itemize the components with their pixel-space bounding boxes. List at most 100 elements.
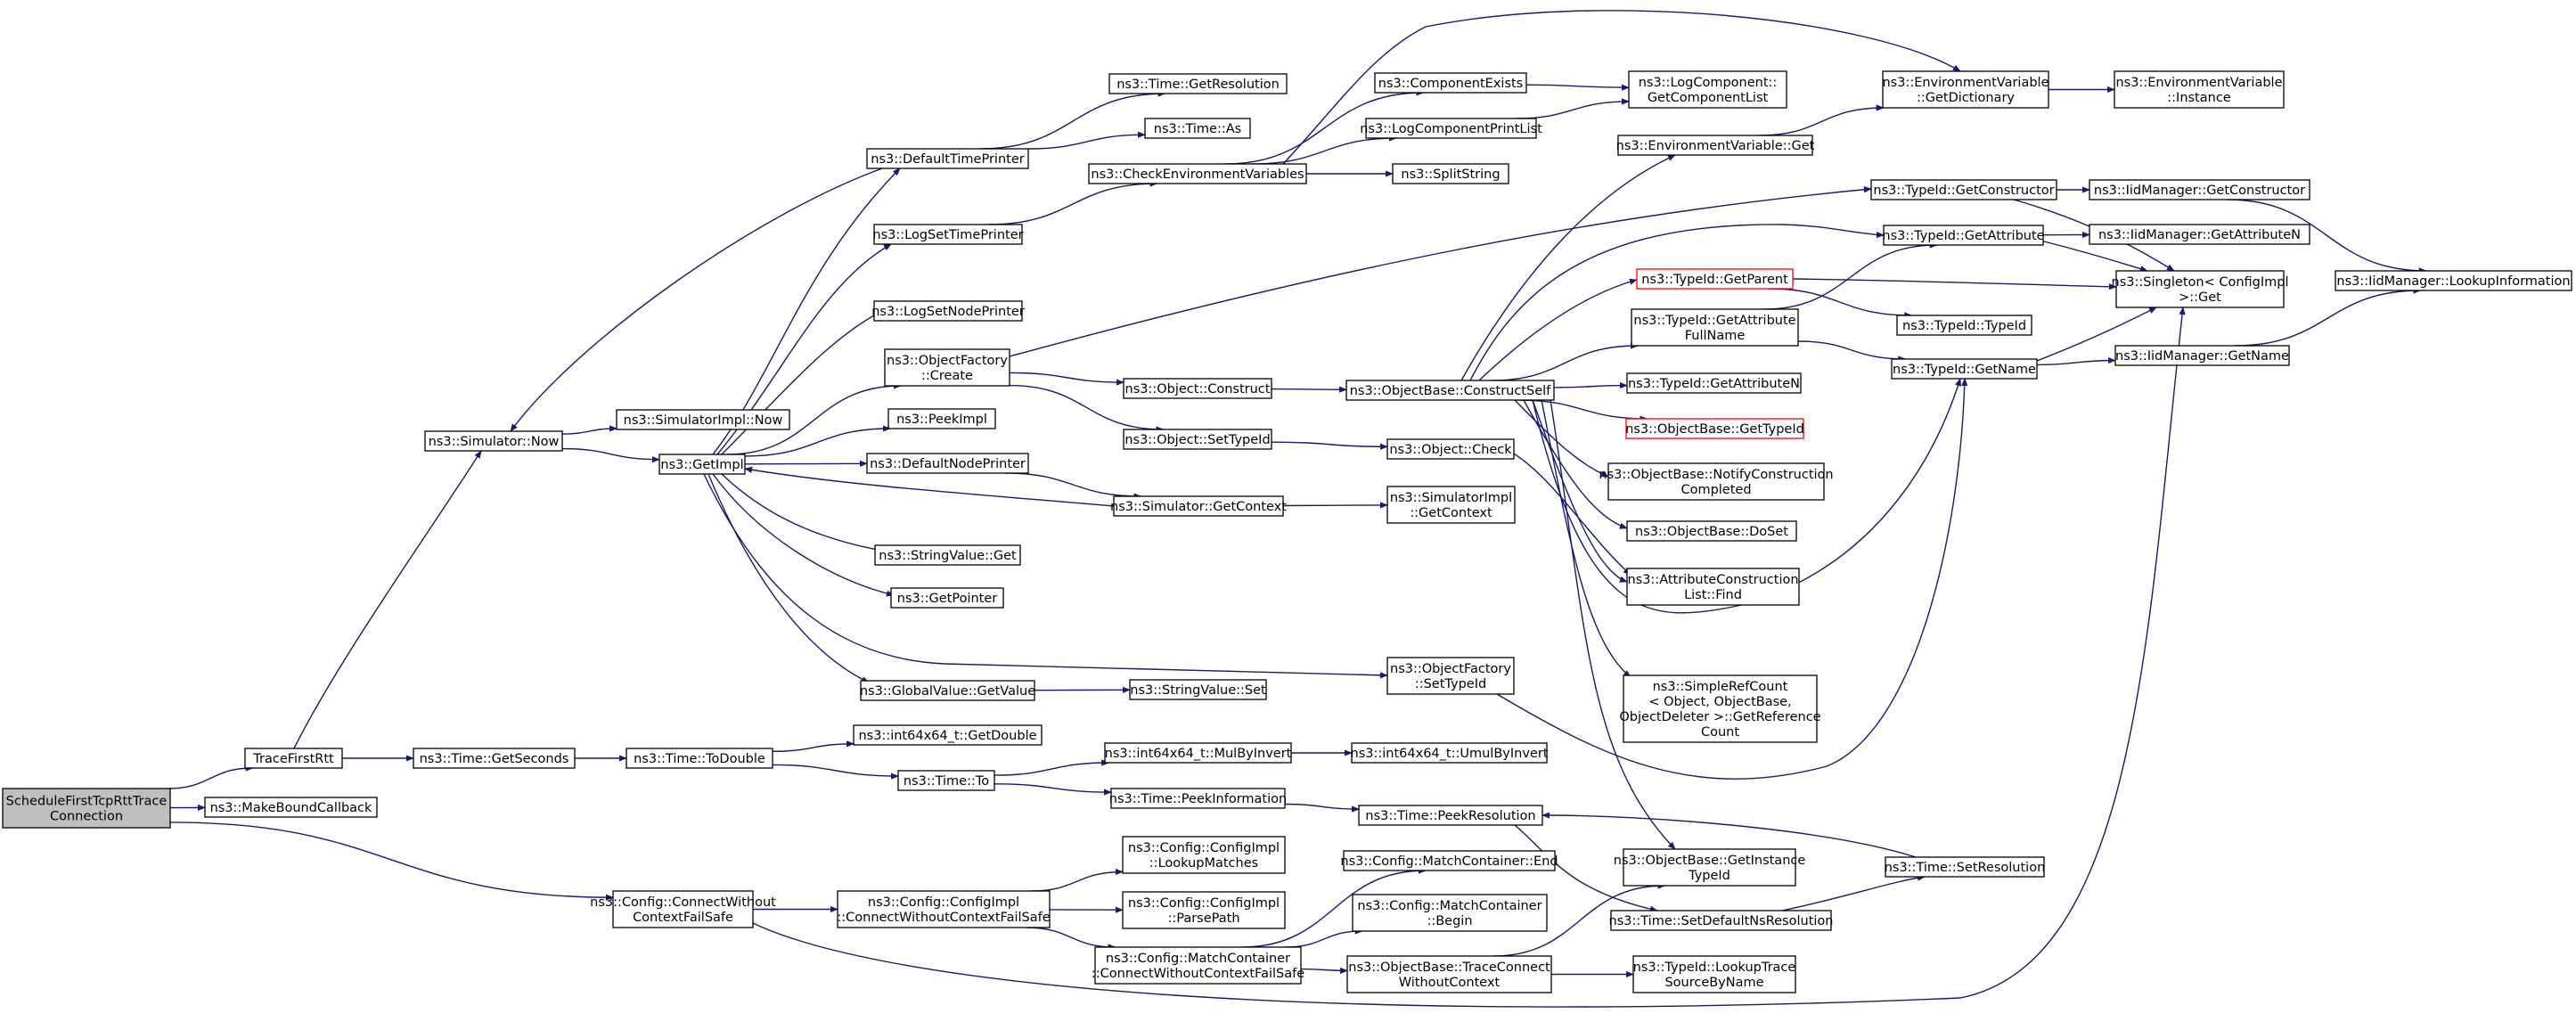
node-obconstructself[interactable]: ns3::ObjectBase::ConstructSelf	[1345, 380, 1555, 401]
node-parsepath[interactable]: ns3::Config::ConfigImpl::ParsePath	[1122, 891, 1286, 929]
node-label: ns3::DefaultNodePrinter	[870, 457, 1026, 471]
node-gettimeres[interactable]: ns3::Time::GetResolution	[1108, 73, 1288, 94]
edge-timeto-to-timepeekinfo	[994, 783, 1112, 796]
edge-timepeekinfo-to-timepeekres	[1284, 803, 1360, 813]
node-timetodouble[interactable]: ns3::Time::ToDouble	[626, 748, 773, 769]
node-singletonget[interactable]: ns3::Singleton< ConfigImpl >::Get	[2112, 270, 2289, 308]
node-obgettypeid[interactable]: ns3::ObjectBase::GetTypeId	[1625, 418, 1804, 439]
node-label: ns3::CheckEnvironmentVariables	[1091, 168, 1304, 182]
node-ofsettypeid[interactable]: ns3::ObjectFactory::SetTypeId	[1386, 657, 1515, 695]
node-typeidgetconstructor[interactable]: ns3::TypeId::GetConstructor	[1870, 179, 2057, 200]
node-mcend[interactable]: ns3::Config::MatchContainer::End	[1340, 850, 1558, 871]
node-box	[1122, 891, 1286, 929]
node-logsetnodeprinter[interactable]: ns3::LogSetNodePrinter	[871, 300, 1025, 322]
node-label: ns3::Object::Construct	[1125, 382, 1271, 396]
node-timeto[interactable]: ns3::Time::To	[897, 770, 995, 791]
node-compexists[interactable]: ns3::ComponentExists	[1374, 72, 1527, 94]
edge-ofcreate-to-objconstruct	[1009, 372, 1124, 386]
node-label: >::Get	[2179, 290, 2221, 305]
node-obtraceconnect[interactable]: ns3::ObjectBase::TraceConnectWithoutCont…	[1346, 955, 1552, 993]
node-label: ns3::Config::ConnectWithout	[590, 895, 776, 910]
node-mulbyinvert[interactable]: ns3::int64x64_t::MulByInvert	[1104, 742, 1292, 764]
node-box	[2, 788, 171, 829]
node-splitstring[interactable]: ns3::SplitString	[1392, 163, 1509, 184]
node-mcconnect[interactable]: ns3::Config::MatchContainer::ConnectWith…	[1092, 946, 1304, 985]
edge-obconstructself-to-typeidgetname	[1532, 378, 1961, 614]
node-label: SourceByName	[1664, 976, 1763, 990]
node-peekimpl[interactable]: ns3::PeekImpl	[887, 408, 996, 429]
node-stringvalueget[interactable]: ns3::StringValue::Get	[874, 544, 1021, 566]
node-objcheck[interactable]: ns3::Object::Check	[1386, 438, 1515, 460]
node-box	[626, 748, 773, 769]
node-box	[1885, 856, 2045, 878]
node-obnotify[interactable]: ns3::ObjectBase::NotifyConstructionCompl…	[1599, 462, 1834, 501]
node-simimplgetcontext[interactable]: ns3::SimulatorImpl::GetContext	[1386, 486, 1516, 524]
node-defaulttimeprinter[interactable]: ns3::DefaultTimePrinter	[866, 148, 1029, 169]
node-getimpl[interactable]: ns3::GetImpl	[658, 454, 746, 475]
node-checkenv[interactable]: ns3::CheckEnvironmentVariables	[1088, 163, 1307, 184]
node-defaultnodeprinter[interactable]: ns3::DefaultNodePrinter	[866, 453, 1029, 474]
node-timesetdefaultns[interactable]: ns3::Time::SetDefaultNsResolution	[1609, 910, 1834, 931]
node-getdouble[interactable]: ns3::int64x64_t::GetDouble	[853, 724, 1043, 746]
node-simnow[interactable]: ns3::Simulator::Now	[424, 430, 563, 452]
node-label: ns3::Simulator::Now	[429, 435, 560, 449]
edge-logcompprint-to-logcompgetlist	[1516, 98, 1630, 119]
node-obdoset[interactable]: ns3::ObjectBase::DoSet	[1626, 520, 1797, 542]
node-ofcreate[interactable]: ns3::ObjectFactory::Create	[884, 348, 1010, 387]
node-typeidgetname[interactable]: ns3::TypeId::GetName	[1891, 358, 2038, 380]
node-objconstruct[interactable]: ns3::Object::Construct	[1123, 378, 1272, 399]
node-makeboundcallback[interactable]: ns3::MakeBoundCallback	[204, 797, 378, 818]
node-timesetres[interactable]: ns3::Time::SetResolution	[1885, 856, 2046, 878]
node-simplerefcount[interactable]: ns3::SimpleRefCount< Object, ObjectBase,…	[1619, 674, 1821, 743]
node-timepeekinfo[interactable]: ns3::Time::PeekInformation	[1109, 788, 1287, 809]
node-label: ::LookupMatches	[1149, 856, 1258, 871]
node-mcbegin[interactable]: ns3::Config::MatchContainer::Begin	[1352, 894, 1548, 932]
node-envgetdict[interactable]: ns3::EnvironmentVariable::GetDictionary	[1882, 70, 2049, 109]
node-label: ns3::Time::SetDefaultNsResolution	[1609, 914, 1834, 928]
node-logcompprint[interactable]: ns3::LogComponentPrintList	[1360, 118, 1542, 139]
node-typeidgetattrn[interactable]: ns3::TypeId::GetAttributeN	[1626, 372, 1802, 394]
node-simgetcontext[interactable]: ns3::Simulator::GetContext	[1110, 495, 1287, 517]
node-label: ::Begin	[1427, 914, 1472, 928]
node-globalvalueget[interactable]: ns3::GlobalValue::GetValue	[860, 680, 1035, 701]
node-umulbyinvert[interactable]: ns3::int64x64_t::UmulByInvert	[1351, 742, 1549, 764]
node-timeas[interactable]: ns3::Time::As	[1144, 118, 1251, 139]
node-connectwithout[interactable]: ns3::Config::ConnectWithoutContextFailSa…	[590, 890, 776, 928]
node-label: ns3::ObjectBase::TraceConnect	[1348, 961, 1550, 975]
node-logsettimeprinter[interactable]: ns3::LogSetTimePrinter	[872, 224, 1024, 245]
node-iidlookupinfo[interactable]: ns3::IidManager::LookupInformation	[2335, 270, 2572, 291]
node-label: ns3::LogSetNodePrinter	[871, 305, 1025, 319]
node-iidgetname[interactable]: ns3::IidManager::GetName	[2114, 345, 2290, 366]
node-typeidtypeid[interactable]: ns3::TypeId::TypeId	[1896, 315, 2032, 336]
node-tracefirstrtt[interactable]: TraceFirstRtt	[244, 748, 343, 769]
node-typeidgetparent[interactable]: ns3::TypeId::GetParent	[1636, 268, 1794, 290]
edge-mcconnect-to-obtraceconnect	[1300, 967, 1348, 974]
node-label: Completed	[1681, 483, 1751, 497]
node-configimplconnect[interactable]: ns3::Config::ConfigImpl::ConnectWithoutC…	[837, 890, 1051, 928]
node-iidgetconstructor[interactable]: ns3::IidManager::GetConstructor	[2089, 179, 2310, 200]
node-timepeekres[interactable]: ns3::Time::PeekResolution	[1358, 805, 1543, 826]
node-timegetseconds[interactable]: ns3::Time::GetSeconds	[413, 748, 576, 769]
node-label: ns3::IidManager::LookupInformation	[2336, 274, 2570, 289]
node-stringvalueset[interactable]: ns3::StringValue::Set	[1129, 679, 1267, 700]
node-lookupmatches[interactable]: ns3::Config::ConfigImpl::LookupMatches	[1122, 836, 1286, 874]
node-label: ::ParsePath	[1167, 911, 1239, 926]
edge-obconstructself-to-typeidgetattrn	[1553, 382, 1628, 389]
node-logcompgetlist[interactable]: ns3::LogComponent::GetComponentList	[1628, 70, 1787, 109]
node-envget[interactable]: ns3::EnvironmentVariable::Get	[1616, 135, 1815, 156]
node-typeidgetattribute[interactable]: ns3::TypeId::GetAttribute	[1882, 225, 2045, 246]
node-getpointer[interactable]: ns3::GetPointer	[890, 587, 1004, 609]
node-label: ns3::ObjectFactory	[887, 354, 1008, 368]
node-objsettypeid[interactable]: ns3::Object::SetTypeId	[1123, 429, 1272, 450]
edge-getimpl-to-peekimpl	[744, 425, 891, 457]
node-box	[2089, 179, 2310, 200]
node-iidgetattrn[interactable]: ns3::IidManager::GetAttributeN	[2089, 224, 2310, 245]
node-label: ns3::TypeId::TypeId	[1902, 319, 2026, 333]
node-envinstance[interactable]: ns3::EnvironmentVariable::Instance	[2114, 70, 2285, 109]
node-simimplnow[interactable]: ns3::SimulatorImpl::Now	[616, 409, 790, 430]
